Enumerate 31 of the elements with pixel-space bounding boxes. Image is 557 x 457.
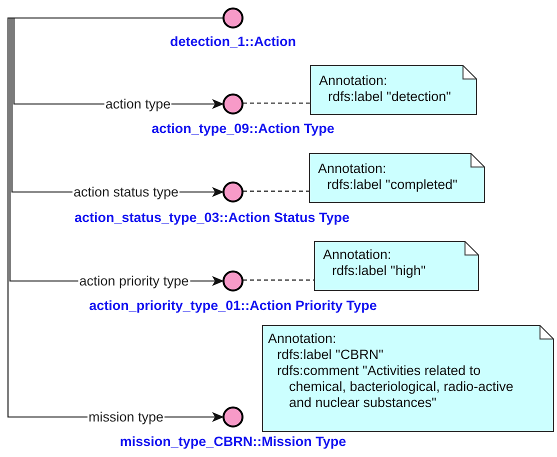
instance-circle [222, 93, 244, 115]
edge-label: action status type [72, 184, 180, 200]
annotation-text: Annotation: [268, 331, 336, 347]
instance-label: action_status_type_03::Action Status Type [74, 210, 350, 225]
annotation-text: rdfs:label "high" [331, 263, 426, 279]
arrow [7, 17, 224, 422]
instance-circle [222, 406, 244, 428]
instance-label: action_type_09::Action Type [152, 121, 334, 136]
annotation-text: rdfs:label "CBRN" [276, 347, 384, 363]
dashed-connector [242, 280, 314, 281]
annotation-text: Annotation: [319, 73, 388, 89]
instance-circle [222, 181, 244, 203]
dashed-connector [242, 102, 310, 104]
dashed-connector [242, 190, 309, 192]
annotation-note [309, 153, 485, 203]
instance-label: detection_1::Action [170, 34, 296, 49]
annotation-text: rdfs:label "completed" [326, 177, 458, 193]
annotation-text: rdfs:comment "Activities related to chemical, bacteriological, radio-active and nuclear substances" [276, 363, 514, 411]
annotation-text: Annotation: [323, 247, 392, 263]
instance-label: action_priority_type_01::Action Priority Type [89, 298, 377, 313]
annotation-text: Annotation: [318, 161, 386, 177]
annotation-note [314, 241, 479, 291]
annotation-text: rdfs:label "detection" [327, 89, 451, 105]
edge-label: mission type [87, 410, 165, 424]
instance-label: mission_type_CBRN::Mission Type [120, 434, 346, 449]
edge-label: action priority type [78, 274, 190, 288]
instance-circle [222, 7, 244, 29]
instance-circle [222, 270, 244, 292]
edge-label: action type [104, 96, 172, 112]
annotation-note [310, 65, 477, 115]
annotation-note [262, 325, 554, 432]
